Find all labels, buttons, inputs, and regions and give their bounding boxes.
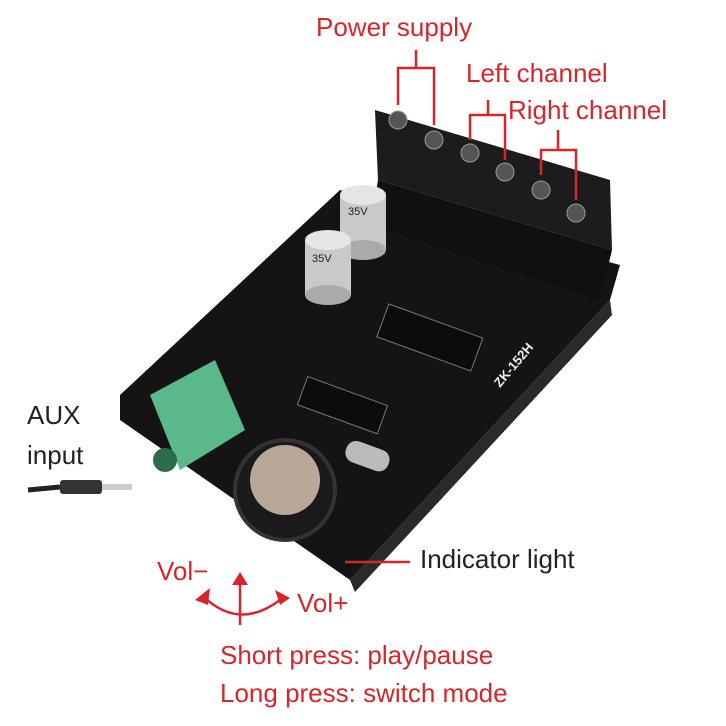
aux-label-line1: AUX [27,400,81,430]
aux-jack [150,360,245,470]
vol-up-arrow-icon [275,590,290,605]
screw-terminal [531,180,551,200]
screw-terminal [424,130,444,150]
left-channel-label: Left channel [466,58,608,88]
screw-terminal [566,203,586,223]
crystal [345,440,390,472]
aux-cable-icon [27,480,132,494]
annotation-lines [204,50,578,625]
capacitor-label: 35V [312,253,332,265]
amplifier-chip [376,303,484,372]
vol-minus-label: Vol− [157,556,209,586]
vol-down-arrow-icon [195,588,210,605]
indicator-light-label: Indicator light [420,544,575,574]
screw-terminal [495,162,515,182]
screw-terminal [460,143,480,163]
capacitor-label: 35V [348,206,368,218]
capacitor [305,230,351,305]
screw-terminal [388,110,408,130]
push-arrow-icon [232,572,248,585]
vol-plus-label: Vol+ [297,588,349,618]
aux-label-line2: input [27,440,84,470]
power-supply-label: Power supply [316,12,473,42]
long-press-label: Long press: switch mode [220,678,508,708]
short-press-label: Short press: play/pause [220,640,494,670]
bluetooth-chip [296,375,389,435]
right-channel-label: Right channel [508,95,667,125]
